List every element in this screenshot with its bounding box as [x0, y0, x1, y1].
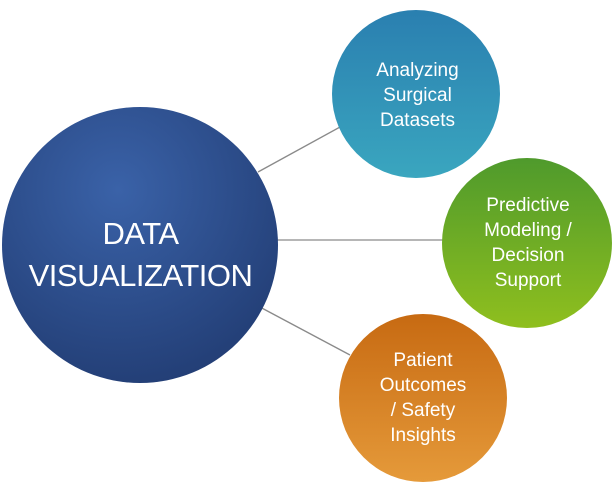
connector-outcomes [257, 305, 351, 356]
node-circle-predictive [442, 158, 612, 328]
node-label-analyzing: Analyzing Surgical Datasets [376, 59, 459, 131]
center-circle [2, 107, 278, 383]
node-circle-analyzing [332, 10, 500, 178]
node-label-predictive: Predictive Modeling / Decision Support [484, 194, 572, 291]
connector-analyzing [257, 126, 341, 173]
node-label-outcomes: Patient Outcomes / Safety Insights [379, 349, 467, 446]
center-label: DATA VISUALIZATION [28, 216, 253, 293]
node-circle-outcomes [339, 314, 507, 482]
